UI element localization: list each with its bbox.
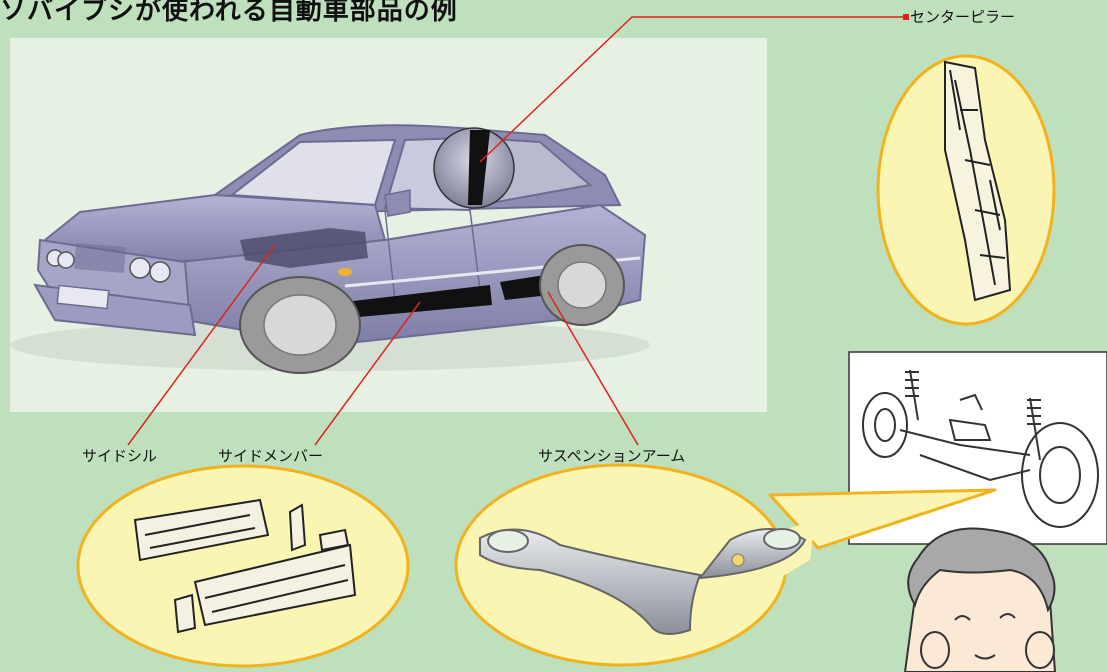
suspension-assembly-drawing (862, 369, 1099, 528)
leader-center-pillar (479, 16, 905, 163)
leader-end-marker (903, 14, 909, 20)
label-center-pillar: センターピラー (910, 8, 1016, 26)
leader-lines (127, 16, 905, 446)
suspension-arm-part (479, 528, 807, 635)
side-member-callout (76, 464, 410, 668)
center-pillar-highlight (468, 130, 490, 205)
side-member-parts (133, 498, 357, 634)
diagram-title: ソバイブシが使われる自動車部品の例 (0, 0, 458, 26)
leader-side-member (314, 301, 421, 446)
label-side-member: サイドメンバー (218, 447, 324, 465)
suspension-callout-tail (768, 488, 997, 550)
label-side-sill: サイドシル (82, 447, 158, 465)
center-pillar-part (944, 60, 1012, 302)
car-illustration (10, 124, 650, 374)
leader-suspension-arm (547, 291, 639, 446)
leader-side-sill (127, 244, 276, 446)
mascot-character (903, 527, 1057, 672)
label-suspension-arm: サスペンションアーム (538, 447, 686, 465)
